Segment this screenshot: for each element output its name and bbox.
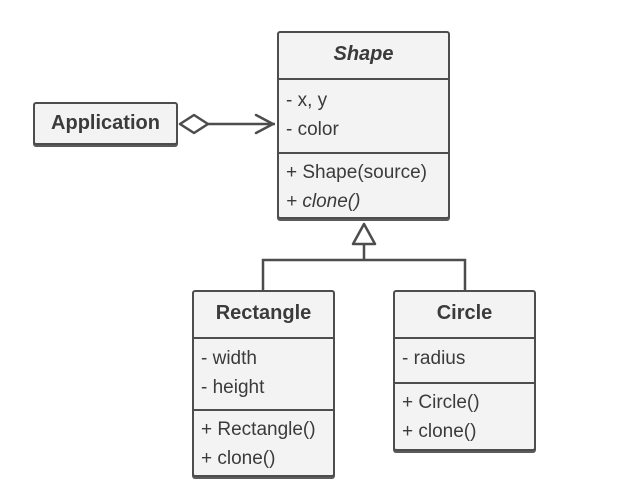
inheritance-connector <box>261 222 467 291</box>
shape-fields-section: - x, y - color <box>279 78 448 152</box>
circle-method: + clone() <box>402 421 477 442</box>
aggregation-connector <box>178 113 275 135</box>
rectangle-method: + clone() <box>201 448 276 469</box>
circle-class-name: Circle <box>436 302 493 324</box>
rectangle-class-name: Rectangle <box>215 302 312 324</box>
shape-method: + clone() <box>286 191 361 212</box>
circle-methods-section: + Circle() + clone() <box>395 382 534 450</box>
circle-method: + Circle() <box>402 392 480 413</box>
shape-class: Shape - x, y - color + Shape(source) + c… <box>277 31 450 219</box>
shape-class-name: Shape <box>333 43 394 65</box>
circle-field: - radius <box>402 348 466 369</box>
shape-field: - color <box>286 119 339 140</box>
rectangle-methods-section: + Rectangle() + clone() <box>194 409 333 477</box>
shape-field: - x, y <box>286 90 328 111</box>
application-label: Application <box>51 112 160 134</box>
circle-fields-section: - radius <box>395 337 534 382</box>
rectangle-class: Rectangle - width - height + Rectangle()… <box>192 290 335 477</box>
rectangle-field: - width <box>201 348 257 369</box>
inheritance-triangle <box>351 222 377 246</box>
arrow-head <box>254 113 275 135</box>
rectangle-name-section: Rectangle <box>194 292 333 337</box>
shape-method: + Shape(source) <box>286 162 427 183</box>
shape-name-section: Shape <box>279 33 448 78</box>
rectangle-fields-section: - width - height <box>194 337 333 409</box>
rectangle-method: + Rectangle() <box>201 419 316 440</box>
inheritance-branch-lines <box>261 258 467 291</box>
circle-name-section: Circle <box>395 292 534 337</box>
rectangle-field: - height <box>201 377 265 398</box>
aggregation-diamond <box>178 113 210 135</box>
shape-methods-section: + Shape(source) + clone() <box>279 152 448 220</box>
application-box: Application <box>33 102 178 145</box>
circle-class: Circle - radius + Circle() + clone() <box>393 290 536 451</box>
